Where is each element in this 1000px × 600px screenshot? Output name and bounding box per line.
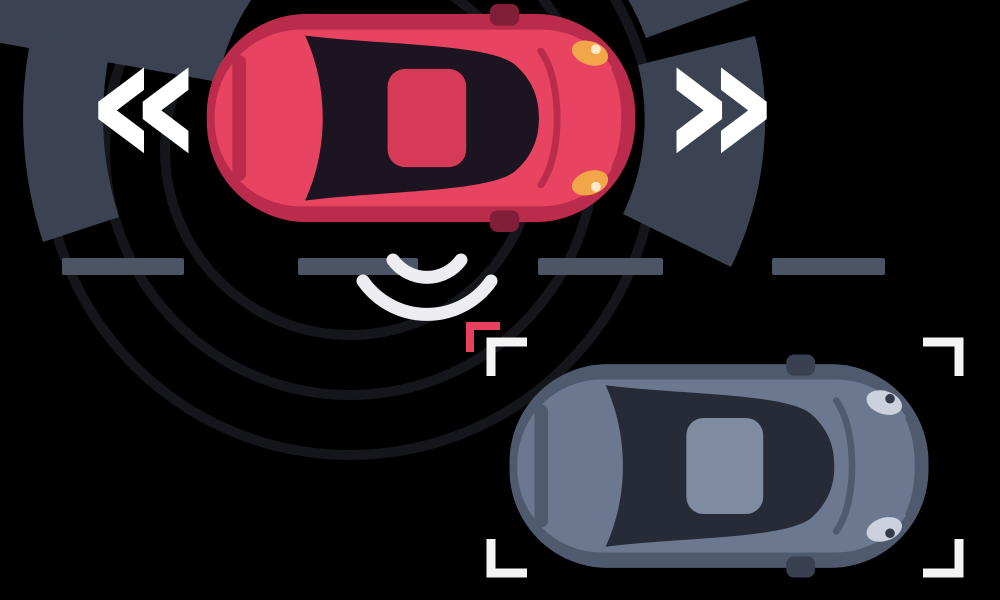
tracking-bracket-top-right-icon [923, 337, 964, 376]
sonar-wave-inner-icon [386, 253, 468, 284]
sensor-fan-left-icon [23, 28, 120, 242]
car-mirror-top [489, 4, 520, 26]
lane-dash-4 [772, 258, 885, 275]
gray-car [509, 354, 929, 578]
car-front-bumper-line [905, 414, 923, 518]
car-roof [387, 68, 467, 168]
tracking-bracket-bottom-left-icon [486, 539, 527, 578]
lane-dash-3 [538, 258, 663, 275]
sensor-fan-top-left-icon [0, 0, 252, 82]
car-mirror-bottom [786, 556, 816, 578]
car-mirror-top [786, 354, 816, 376]
sensor-fan-top-right-icon [628, 0, 750, 38]
car-mirror-bottom [489, 210, 520, 232]
car-roof [686, 417, 764, 515]
car-rear-line [534, 404, 548, 528]
car-hood-line [537, 47, 561, 189]
tracking-bracket-top-left-icon [486, 337, 527, 376]
car-rear-line [232, 55, 247, 181]
car-front-bumper-line [611, 64, 629, 172]
red-car [206, 4, 636, 232]
car-headlight-bottom-dot [885, 528, 895, 539]
car-headlight-bottom-dot [590, 181, 601, 192]
sensor-fan-right-icon [623, 36, 766, 267]
car-hood-line [832, 397, 856, 535]
alert-corner-bracket-icon [466, 322, 500, 352]
lane-dash-1 [62, 258, 184, 275]
sonar-wave-outer-icon [356, 274, 498, 321]
tracking-bracket-bottom-right-icon [923, 539, 964, 578]
car-headlight-top-dot [885, 393, 895, 404]
car-headlight-top-dot [590, 44, 601, 55]
